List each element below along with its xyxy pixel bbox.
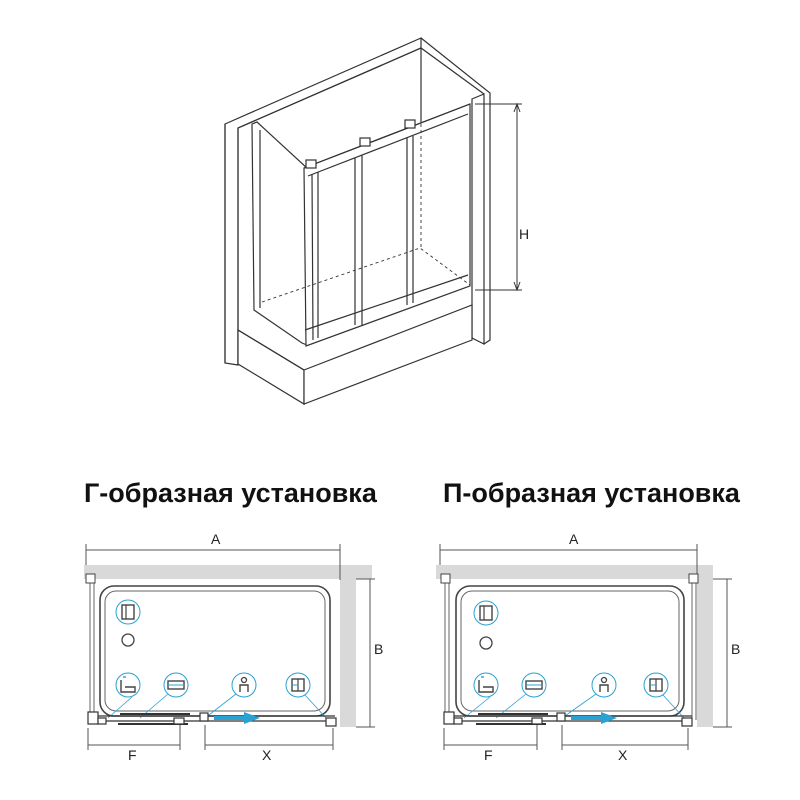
slide-arrow	[571, 712, 617, 724]
back-wall	[84, 565, 372, 579]
front-door-frame	[303, 103, 471, 347]
isometric-view	[224, 37, 522, 406]
drain	[479, 636, 493, 650]
plan-u-a-label: A	[569, 531, 579, 547]
plan-title-u: П-образная установка	[443, 478, 741, 508]
plan-l-b-label: B	[374, 641, 383, 657]
back-wall	[436, 565, 713, 579]
plan-l-f-label: F	[128, 747, 137, 763]
height-dimension	[475, 102, 522, 292]
plan-u-b-label: B	[731, 641, 740, 657]
slide-arrow	[214, 712, 260, 724]
plan-l-a-label: A	[211, 531, 221, 547]
side-wall	[697, 579, 713, 727]
side-wall	[340, 579, 356, 727]
drain	[121, 633, 135, 647]
plan-l-shaped	[84, 544, 375, 750]
bathtub	[237, 328, 305, 406]
right-wall	[471, 93, 485, 345]
plan-u-shaped	[436, 544, 732, 750]
plan-l-x-label: X	[262, 747, 272, 763]
plan-u-f-label: F	[484, 747, 493, 763]
plan-title-l: Г-образная установка	[84, 478, 378, 508]
plan-u-x-label: X	[618, 747, 628, 763]
height-label: H	[519, 226, 529, 242]
